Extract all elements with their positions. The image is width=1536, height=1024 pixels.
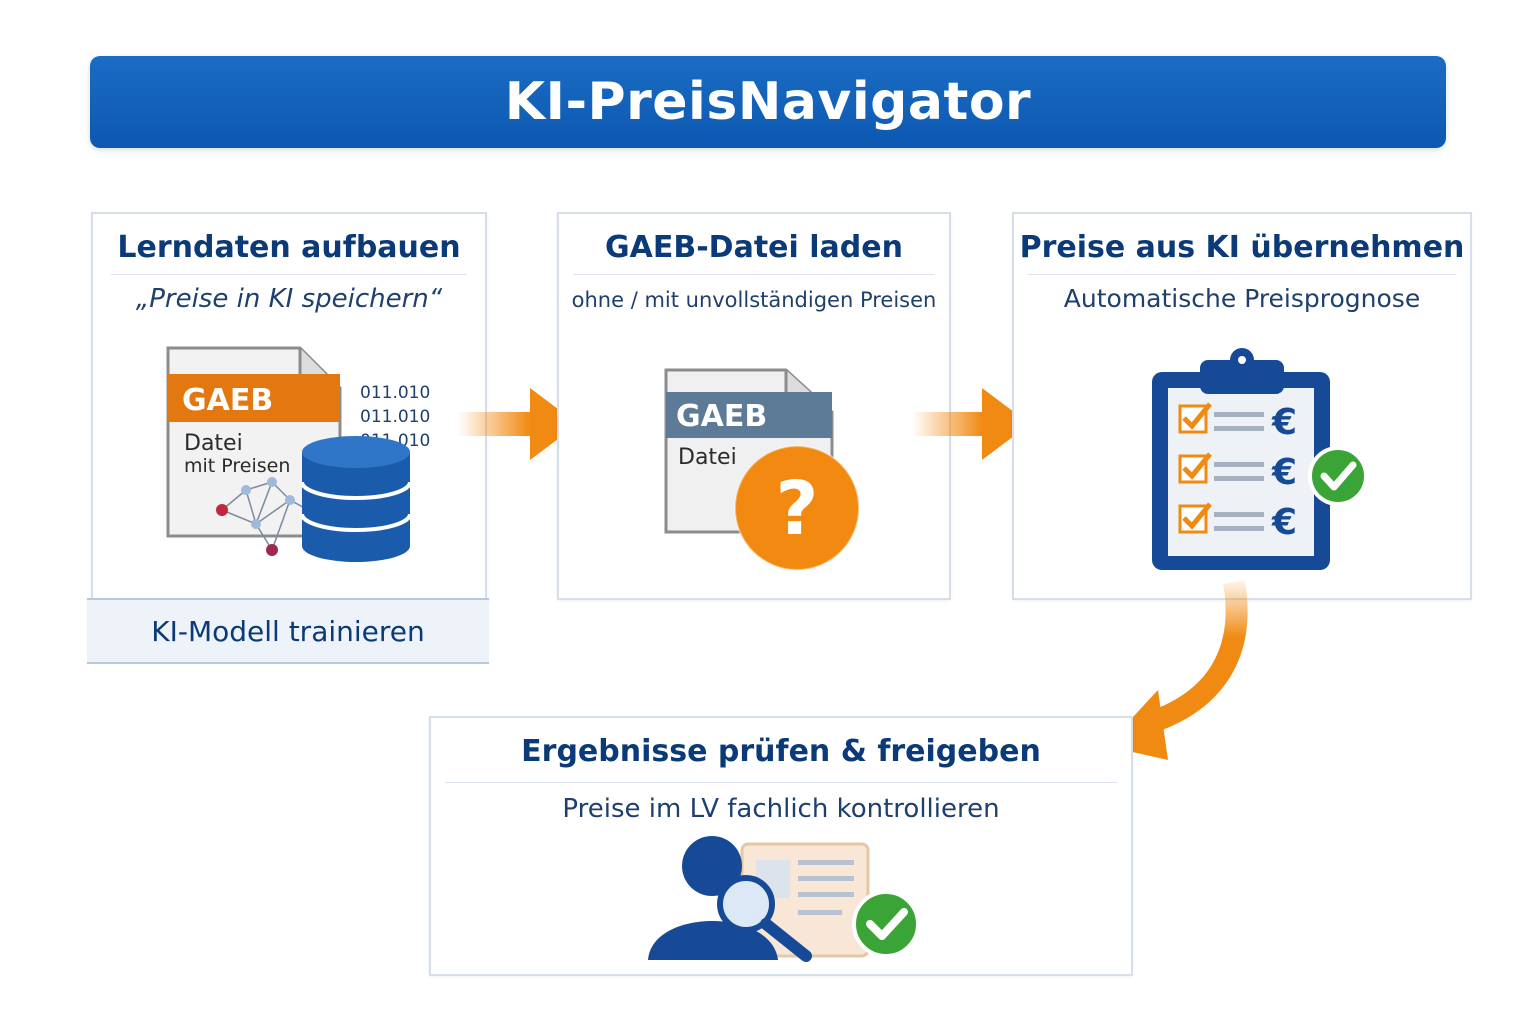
svg-text:€: € <box>1271 402 1297 443</box>
svg-text:€: € <box>1271 452 1297 493</box>
gaeb-database-network-icon: GAEB Datei mit Preisen 011.010 011.010 0… <box>166 346 430 562</box>
question-mark-icon: ? <box>776 466 819 552</box>
checklist-row: € <box>1178 502 1297 543</box>
flow-arrow <box>912 388 1030 460</box>
step-title: Preise aus KI übernehmen <box>1019 230 1465 265</box>
title-banner: KI-PreisNavigator <box>90 56 1446 148</box>
divider <box>445 782 1117 783</box>
gaeb-file-question-icon: GAEB Datei ? <box>664 368 860 571</box>
step-subtitle: ohne / mit unvollständigen Preisen <box>571 288 937 312</box>
step-footer-label: KI-Modell trainieren <box>87 598 489 664</box>
datei-label: Datei <box>678 445 737 470</box>
step-title: Lerndaten aufbauen <box>117 230 461 265</box>
clipboard-prices-icon: € € € <box>1152 348 1368 570</box>
binary-line: 011.010 <box>360 407 430 427</box>
flow-arrow <box>458 388 578 460</box>
database-icon <box>300 436 412 562</box>
datei-label: Datei <box>184 431 243 456</box>
step-subtitle: Preise im LV fachlich kontrollieren <box>562 794 1000 824</box>
divider <box>1028 274 1456 275</box>
page-title: KI-PreisNavigator <box>504 72 1032 132</box>
step-title: Ergebnisse prüfen & freigeben <box>521 734 1041 769</box>
checklist-row: € <box>1178 452 1297 493</box>
check-circle-icon <box>852 890 920 958</box>
binary-line: 011.010 <box>360 383 430 403</box>
magnifier-icon <box>717 875 812 962</box>
step-title: GAEB-Datei laden <box>605 230 903 265</box>
step-subtitle: „Preise in KI speichern“ <box>135 284 443 314</box>
svg-text:€: € <box>1271 502 1297 543</box>
divider <box>111 274 467 275</box>
check-circle-icon <box>1308 446 1368 506</box>
gaeb-label: GAEB <box>182 383 273 418</box>
divider <box>573 274 935 275</box>
step-subtitle: Automatische Preisprognose <box>1063 284 1421 313</box>
mit-preisen-label: mit Preisen <box>184 455 290 477</box>
checklist-row: € <box>1178 402 1297 443</box>
review-approve-icon <box>648 836 920 962</box>
gaeb-label: GAEB <box>676 399 767 434</box>
